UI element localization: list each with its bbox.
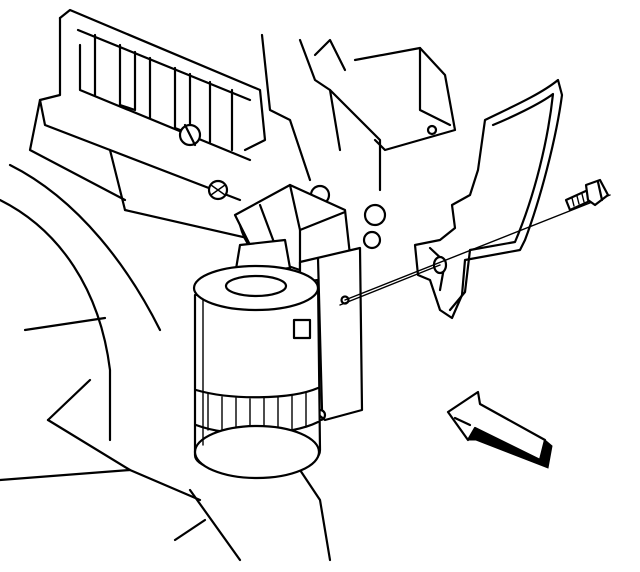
shield-bracket — [413, 78, 564, 320]
frame-rail — [0, 163, 332, 562]
oil-filter — [192, 264, 322, 480]
engine-block — [28, 8, 457, 252]
shield-bolt — [339, 178, 611, 306]
direction-arrow — [446, 390, 553, 469]
